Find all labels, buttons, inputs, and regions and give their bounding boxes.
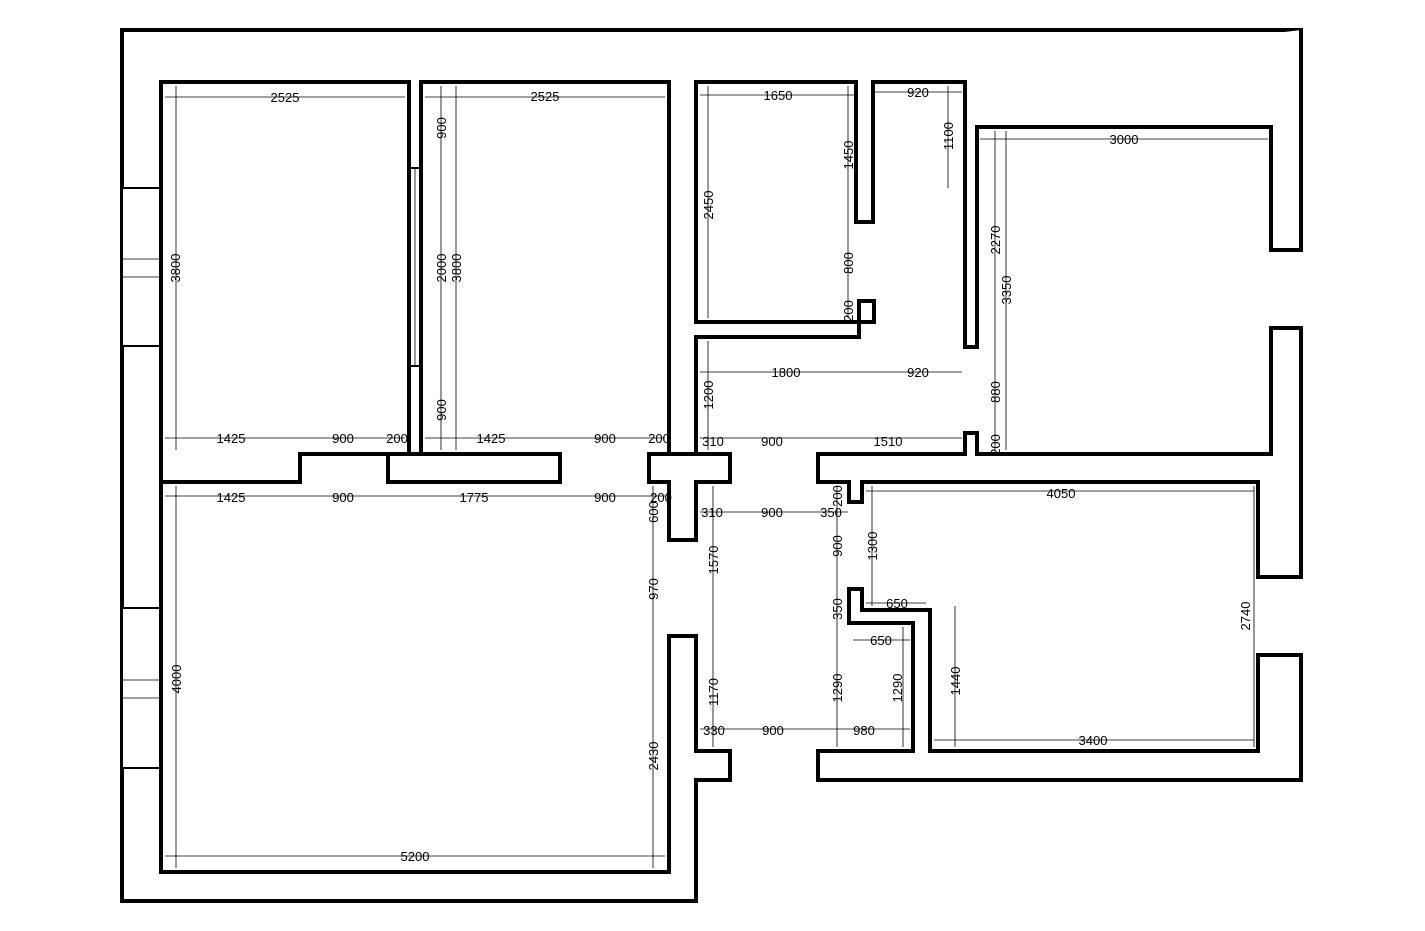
dim-text: 2525 <box>271 90 300 105</box>
dim-text: 900 <box>762 723 784 738</box>
dim-text: 1650 <box>764 88 793 103</box>
dim-text: 900 <box>761 505 783 520</box>
dim-text: 980 <box>853 723 875 738</box>
dim-text: 880 <box>988 381 1003 403</box>
dim-text: 920 <box>907 365 929 380</box>
dim-text: 1290 <box>830 674 845 703</box>
dim-text: 1290 <box>890 674 905 703</box>
dim-text: 350 <box>830 598 845 620</box>
dim-text: 1425 <box>217 431 246 446</box>
dim-text: 200 <box>386 431 408 446</box>
dim-text: 1800 <box>772 365 801 380</box>
dim-text: 2450 <box>701 191 716 220</box>
dim-text: 310 <box>701 505 723 520</box>
dim-text: 600 <box>646 501 661 523</box>
dim-text: 200 <box>650 490 672 505</box>
dim-text: 310 <box>702 434 724 449</box>
dim-text: 920 <box>907 85 929 100</box>
dimension-labels: 2525 2525 1650 920 3000 1800 920 1425 90… <box>168 85 1253 864</box>
walls <box>120 28 1303 903</box>
bath-north-wall <box>873 30 1303 349</box>
dim-text: 3400 <box>1079 733 1108 748</box>
windows <box>121 167 421 769</box>
dim-text: 1300 <box>865 532 880 561</box>
dim-text: 1570 <box>706 546 721 575</box>
dim-text: 4000 <box>169 665 184 694</box>
dim-text: 900 <box>332 490 354 505</box>
dim-text: 650 <box>870 633 892 648</box>
dim-text: 200 <box>841 300 856 322</box>
dim-text: 1200 <box>701 381 716 410</box>
dim-text: 1425 <box>477 431 506 446</box>
dim-text: 4050 <box>1047 486 1076 501</box>
dim-text: 200 <box>648 431 670 446</box>
dim-text: 200 <box>988 434 1003 456</box>
dim-text: 1775 <box>460 490 489 505</box>
dim-text: 2525 <box>531 89 560 104</box>
dim-text: 900 <box>761 434 783 449</box>
window-upper-left <box>121 187 161 347</box>
dim-text: 970 <box>646 578 661 600</box>
dim-text: 3000 <box>1110 132 1139 147</box>
dim-text: 900 <box>594 431 616 446</box>
dim-text: 1425 <box>217 490 246 505</box>
dim-text: 650 <box>886 596 908 611</box>
dim-text: 900 <box>594 490 616 505</box>
upper-left-room-walls <box>159 80 411 484</box>
dim-text: 1440 <box>948 667 963 696</box>
dim-text: 900 <box>332 431 354 446</box>
window-lower-left <box>121 607 161 769</box>
corridor-stub-center <box>647 452 732 542</box>
bedroom-right-north-wall <box>816 326 1303 579</box>
dim-text: 900 <box>434 399 449 421</box>
dim-text: 900 <box>434 117 449 139</box>
dim-text: 800 <box>841 252 856 274</box>
dim-text: 2430 <box>646 742 661 771</box>
dim-text: 2000 <box>434 254 449 283</box>
dim-text: 1170 <box>706 678 721 706</box>
dim-text: 900 <box>830 535 845 557</box>
dim-text: 2270 <box>988 226 1003 255</box>
dim-text: 5200 <box>401 849 430 864</box>
dimension-lines <box>165 86 1268 868</box>
dim-text: 1100 <box>941 122 956 150</box>
dim-text: 200 <box>830 485 845 507</box>
dim-text: 2740 <box>1238 602 1253 631</box>
dim-text: 350 <box>820 505 842 520</box>
dim-text: 3800 <box>449 254 464 283</box>
dim-text: 1510 <box>874 434 903 449</box>
dim-text: 330 <box>703 723 725 738</box>
dim-text: 3800 <box>168 254 183 283</box>
dim-text: 1450 <box>841 141 856 170</box>
dim-text: 3350 <box>999 276 1014 305</box>
bath-lower-walls <box>816 587 1303 782</box>
corridor-partition-left <box>386 452 562 484</box>
